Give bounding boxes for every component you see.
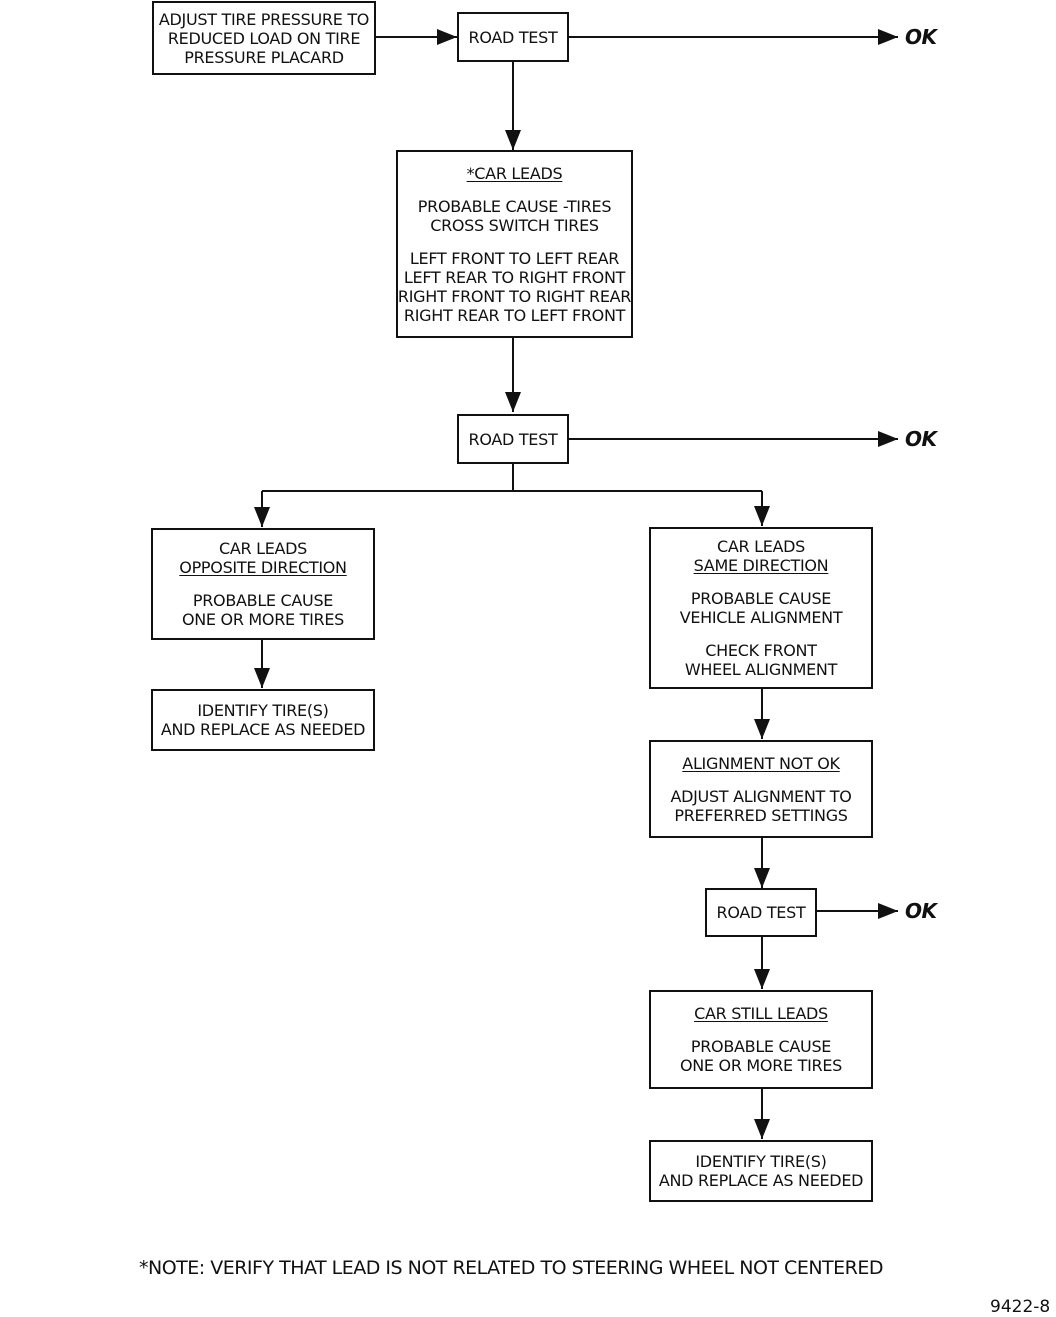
- text-line: AND REPLACE AS NEEDED: [160, 720, 366, 739]
- text-line: PROBABLE CAUSE: [690, 589, 832, 608]
- text-line: PROBABLE CAUSE: [690, 1037, 832, 1056]
- box-identify-tires-right: IDENTIFY TIRE(S) AND REPLACE AS NEEDED: [649, 1140, 873, 1202]
- text-line: PRESSURE PLACARD: [184, 47, 344, 67]
- figure-id: 9422-8: [990, 1297, 1051, 1317]
- box-car-still-leads: CAR STILL LEADS PROBABLE CAUSE ONE OR MO…: [649, 990, 873, 1089]
- box-adjust-tire-pressure: ADJUST TIRE PRESSURE TO REDUCED LOAD ON …: [152, 1, 376, 75]
- text-line: IDENTIFY TIRE(S): [695, 1152, 827, 1171]
- box-heading: *CAR LEADS: [466, 163, 563, 183]
- ok-label-3: OK: [905, 899, 937, 923]
- text-line: VEHICLE ALIGNMENT: [679, 608, 843, 627]
- box-alignment-not-ok: ALIGNMENT NOT OK ADJUST ALIGNMENT TO PRE…: [649, 740, 873, 838]
- text-line: RIGHT FRONT TO RIGHT REAR: [397, 286, 632, 306]
- text-line: ADJUST TIRE PRESSURE TO: [158, 9, 370, 29]
- text-line: ROAD TEST: [468, 429, 558, 449]
- text-line: PROBABLE CAUSE -TIRES: [417, 196, 612, 216]
- text-line: PREFERRED SETTINGS: [674, 805, 848, 825]
- text-line: ROAD TEST: [716, 903, 806, 922]
- text-line: CROSS SWITCH TIRES: [430, 215, 599, 235]
- text-line: ADJUST ALIGNMENT TO: [670, 786, 852, 806]
- text-line: CAR LEADS: [218, 539, 308, 558]
- box-car-leads-same: CAR LEADS SAME DIRECTION PROBABLE CAUSE …: [649, 527, 873, 689]
- text-line: AND REPLACE AS NEEDED: [658, 1171, 864, 1190]
- text-line: CAR LEADS: [716, 537, 806, 556]
- text-line: LEFT REAR TO RIGHT FRONT: [403, 267, 626, 287]
- text-line: ONE OR MORE TIRES: [679, 1056, 843, 1075]
- box-car-leads: *CAR LEADS PROBABLE CAUSE -TIRES CROSS S…: [396, 150, 633, 338]
- box-identify-tires-left: IDENTIFY TIRE(S) AND REPLACE AS NEEDED: [151, 689, 375, 751]
- box-heading: CAR STILL LEADS: [694, 1004, 828, 1023]
- text-line: LEFT FRONT TO LEFT REAR: [409, 248, 620, 268]
- text-line: RIGHT REAR TO LEFT FRONT: [403, 305, 626, 325]
- text-line: WHEEL ALIGNMENT: [684, 660, 838, 679]
- box-heading: SAME DIRECTION: [693, 556, 829, 575]
- box-road-test-2: ROAD TEST: [457, 414, 569, 464]
- box-heading: ALIGNMENT NOT OK: [682, 753, 840, 773]
- text-line: REDUCED LOAD ON TIRE: [167, 28, 361, 48]
- ok-label-2: OK: [905, 427, 937, 451]
- text-line: CHECK FRONT: [705, 641, 817, 660]
- ok-label-1: OK: [905, 25, 937, 49]
- text-line: ONE OR MORE TIRES: [181, 610, 345, 629]
- box-car-leads-opposite: CAR LEADS OPPOSITE DIRECTION PROBABLE CA…: [151, 528, 375, 640]
- text-line: IDENTIFY TIRE(S): [197, 701, 329, 720]
- footnote: *NOTE: VERIFY THAT LEAD IS NOT RELATED T…: [139, 1257, 883, 1279]
- box-road-test-1: ROAD TEST: [457, 12, 569, 62]
- text-line: ROAD TEST: [468, 27, 558, 47]
- box-heading: OPPOSITE DIRECTION: [179, 558, 347, 577]
- text-line: PROBABLE CAUSE: [192, 591, 334, 610]
- box-road-test-3: ROAD TEST: [705, 888, 817, 937]
